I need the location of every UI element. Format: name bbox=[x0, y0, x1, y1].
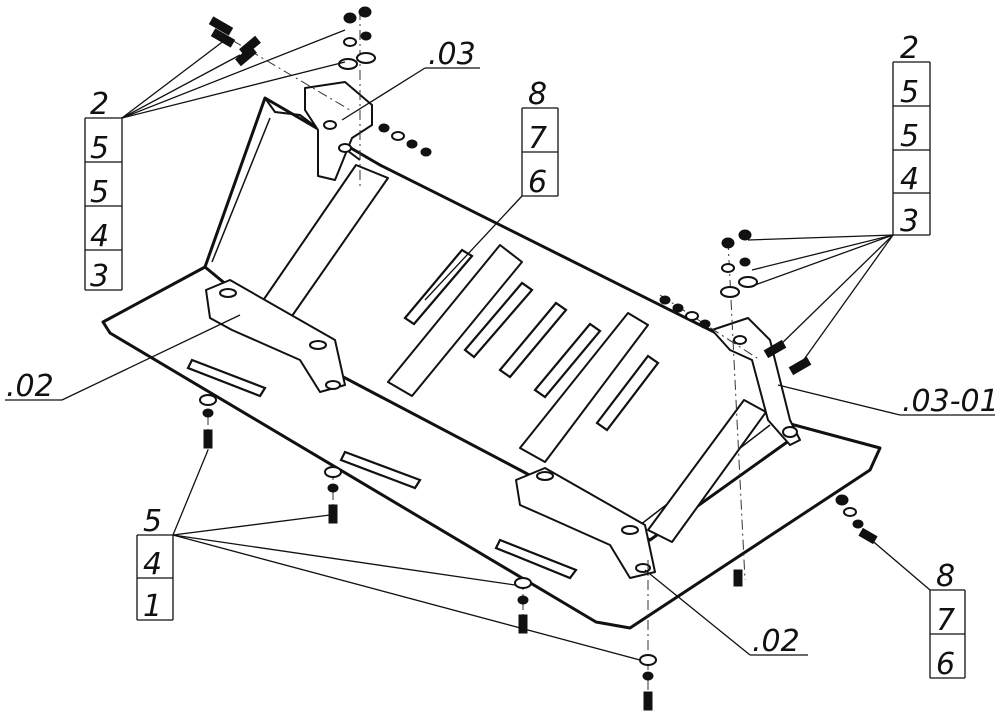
fasteners-top-left bbox=[208, 6, 432, 190]
fasteners-bottom bbox=[199, 394, 878, 711]
callout-bottom-right: 8 7 6 bbox=[936, 559, 955, 682]
ramp-ribs bbox=[261, 164, 767, 543]
top-mount-bracket bbox=[304, 81, 373, 181]
label-right-bracket: .03-01 bbox=[902, 384, 999, 419]
callout-number: 4 bbox=[900, 162, 919, 197]
callout-number: 3 bbox=[90, 259, 109, 294]
callout-number: 8 bbox=[528, 77, 547, 112]
callout-number: 7 bbox=[936, 603, 955, 638]
callout-number: 4 bbox=[90, 219, 109, 254]
callout-number: 4 bbox=[143, 547, 162, 582]
leader-lines bbox=[5, 29, 995, 679]
fasteners-top-right bbox=[659, 229, 812, 587]
base-slots bbox=[186, 358, 578, 580]
callout-number: 5 bbox=[90, 131, 109, 166]
right-mount-bracket bbox=[711, 317, 801, 446]
callout-number: 3 bbox=[900, 204, 919, 239]
callout-number: 2 bbox=[900, 31, 919, 66]
callout-number: 7 bbox=[528, 121, 547, 156]
callout-bottom-left: 5 4 1 bbox=[143, 504, 162, 624]
label-left-support: .02 bbox=[6, 369, 54, 404]
label-bottom-support: .02 bbox=[752, 624, 800, 659]
callout-number: 6 bbox=[936, 647, 955, 682]
callout-left-top: 2 5 5 4 3 bbox=[90, 87, 109, 294]
callout-number: 1 bbox=[143, 589, 162, 624]
callout-number: 5 bbox=[143, 504, 162, 539]
callout-number: 5 bbox=[90, 175, 109, 210]
left-support-bracket bbox=[205, 279, 346, 393]
callout-right-top: 2 5 5 4 3 bbox=[900, 31, 919, 239]
callout-number: 5 bbox=[900, 119, 919, 154]
callout-number: 8 bbox=[936, 559, 955, 594]
callout-number: 2 bbox=[90, 87, 109, 122]
bottom-support-bracket bbox=[515, 467, 656, 579]
callout-number: 6 bbox=[528, 165, 547, 200]
callout-mid-top: 8 7 6 bbox=[528, 77, 547, 200]
callout-number: 5 bbox=[900, 75, 919, 110]
label-top-bracket: .03 bbox=[428, 37, 476, 72]
